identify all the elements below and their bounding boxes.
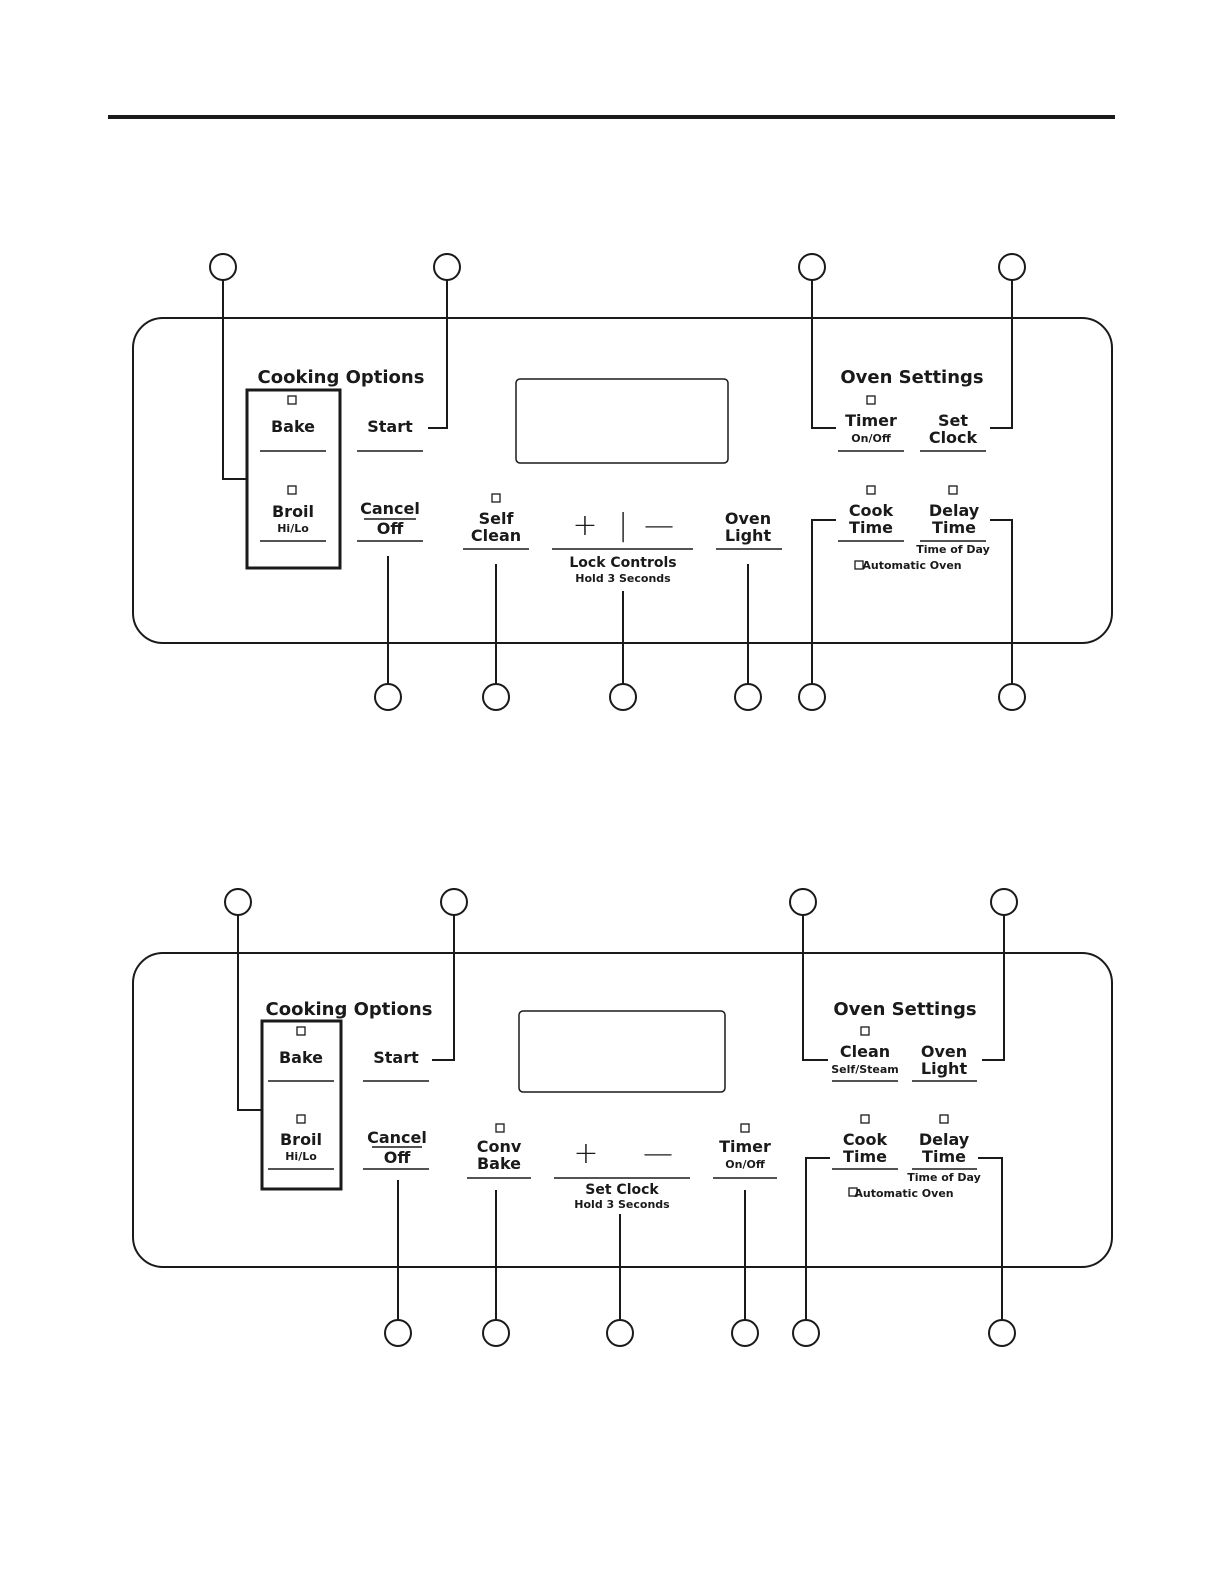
indicator-light bbox=[296, 1026, 306, 1036]
callout-circle bbox=[606, 1319, 634, 1347]
hold-3-seconds-label: Hold 3 Seconds bbox=[574, 1198, 670, 1211]
conv-bake-label-line2: Bake bbox=[476, 1154, 522, 1173]
minus-button[interactable]: — bbox=[643, 1136, 673, 1171]
callout-circle bbox=[384, 1319, 412, 1347]
broil-button[interactable]: Broil bbox=[271, 502, 315, 521]
callout-circle bbox=[789, 888, 817, 916]
oven-settings-heading: Oven Settings bbox=[833, 999, 977, 1020]
indicator-light bbox=[866, 485, 876, 495]
start-button[interactable]: Start bbox=[367, 417, 413, 436]
set-clock-label: Set Clock bbox=[585, 1182, 659, 1198]
indicator-light bbox=[860, 1114, 870, 1124]
timer-subtitle: On/Off bbox=[851, 432, 891, 445]
control-panel-diagram-1: Cooking Options Oven Settings Bake Broil… bbox=[0, 0, 1225, 720]
plus-button[interactable]: + bbox=[572, 508, 598, 543]
off-label: Off bbox=[383, 1148, 411, 1167]
self-clean-button[interactable]: Self bbox=[478, 509, 514, 528]
indicator-light bbox=[491, 493, 501, 503]
broil-button[interactable]: Broil bbox=[279, 1130, 323, 1149]
lock-controls-label: Lock Controls bbox=[569, 555, 677, 571]
cooking-options-heading: Cooking Options bbox=[265, 999, 433, 1020]
broil-subtitle: Hi/Lo bbox=[285, 1150, 317, 1163]
conv-bake-button[interactable]: Conv bbox=[476, 1137, 522, 1156]
indicator-light bbox=[740, 1123, 750, 1133]
cooking-options-highlight-box bbox=[260, 1019, 343, 1191]
leader-line bbox=[811, 280, 836, 429]
cook-time-label-line2: Time bbox=[843, 1147, 887, 1166]
leader-line bbox=[811, 519, 836, 684]
indicator-light bbox=[854, 560, 864, 570]
display-window bbox=[515, 378, 729, 464]
top-rule bbox=[108, 115, 1115, 119]
leader-line bbox=[805, 1157, 830, 1320]
indicator-light bbox=[287, 395, 297, 405]
oven-settings-heading: Oven Settings bbox=[840, 367, 984, 388]
callout-circle bbox=[482, 1319, 510, 1347]
cancel-button[interactable]: Cancel bbox=[360, 499, 420, 518]
indicator-light bbox=[848, 1187, 858, 1197]
indicator-light bbox=[948, 485, 958, 495]
oven-light-label-line2: Light bbox=[724, 526, 772, 545]
control-panel-outline bbox=[132, 952, 1113, 1268]
indicator-light bbox=[296, 1114, 306, 1124]
cook-time-button[interactable]: Cook bbox=[848, 501, 894, 520]
clean-subtitle: Self/Steam bbox=[831, 1063, 899, 1076]
oven-light-label-line2: Light bbox=[920, 1059, 968, 1078]
cook-time-button[interactable]: Cook bbox=[842, 1130, 888, 1149]
plus-button[interactable]: + bbox=[573, 1136, 599, 1171]
time-of-day-label: Time of Day bbox=[907, 1171, 981, 1184]
delay-time-button[interactable]: Delay bbox=[918, 1130, 970, 1149]
set-clock-label-line2: Clock bbox=[928, 428, 978, 447]
delay-time-label-line2: Time bbox=[932, 518, 976, 537]
cooking-options-heading: Cooking Options bbox=[257, 367, 425, 388]
broil-subtitle: Hi/Lo bbox=[277, 522, 309, 535]
delay-time-label-line2: Time bbox=[922, 1147, 966, 1166]
callout-circle bbox=[792, 1319, 820, 1347]
automatic-oven-label: Automatic Oven bbox=[854, 1187, 954, 1200]
timer-button[interactable]: Timer bbox=[845, 411, 897, 430]
cook-time-label-line2: Time bbox=[849, 518, 893, 537]
callout-circle bbox=[440, 888, 468, 916]
leader-line bbox=[432, 915, 455, 1061]
leader-line bbox=[990, 519, 1013, 684]
indicator-light bbox=[866, 395, 876, 405]
callout-circle bbox=[224, 888, 252, 916]
indicator-light bbox=[287, 485, 297, 495]
clean-button[interactable]: Clean bbox=[839, 1042, 891, 1061]
separator-bar: | bbox=[617, 508, 629, 543]
panel-1-drawing bbox=[132, 253, 1113, 711]
time-of-day-label: Time of Day bbox=[916, 543, 990, 556]
delay-time-button[interactable]: Delay bbox=[928, 501, 980, 520]
timer-subtitle: On/Off bbox=[725, 1158, 765, 1171]
bake-button[interactable]: Bake bbox=[278, 1048, 324, 1067]
leader-line bbox=[802, 915, 828, 1061]
indicator-light bbox=[939, 1114, 949, 1124]
leader-line bbox=[982, 915, 1005, 1061]
automatic-oven-label: Automatic Oven bbox=[862, 559, 962, 572]
leader-line bbox=[222, 280, 247, 480]
oven-light-button[interactable]: Oven bbox=[920, 1042, 968, 1061]
bake-button[interactable]: Bake bbox=[270, 417, 316, 436]
callout-circle bbox=[988, 1319, 1016, 1347]
start-button[interactable]: Start bbox=[373, 1048, 419, 1067]
leader-line bbox=[978, 1157, 1003, 1320]
self-clean-label-line2: Clean bbox=[470, 526, 522, 545]
minus-button[interactable]: — bbox=[644, 508, 674, 543]
callout-circle bbox=[990, 888, 1018, 916]
cancel-button[interactable]: Cancel bbox=[367, 1128, 427, 1147]
leader-line bbox=[428, 280, 448, 429]
hold-3-seconds-label: Hold 3 Seconds bbox=[575, 572, 671, 585]
oven-light-button[interactable]: Oven bbox=[724, 509, 772, 528]
indicator-light bbox=[860, 1026, 870, 1036]
timer-button[interactable]: Timer bbox=[719, 1137, 771, 1156]
display-window bbox=[518, 1010, 726, 1093]
set-clock-button[interactable]: Set bbox=[937, 411, 969, 430]
indicator-light bbox=[495, 1123, 505, 1133]
callout-circle bbox=[731, 1319, 759, 1347]
leader-line bbox=[237, 915, 262, 1111]
leader-line bbox=[990, 280, 1013, 429]
off-label: Off bbox=[376, 519, 404, 538]
